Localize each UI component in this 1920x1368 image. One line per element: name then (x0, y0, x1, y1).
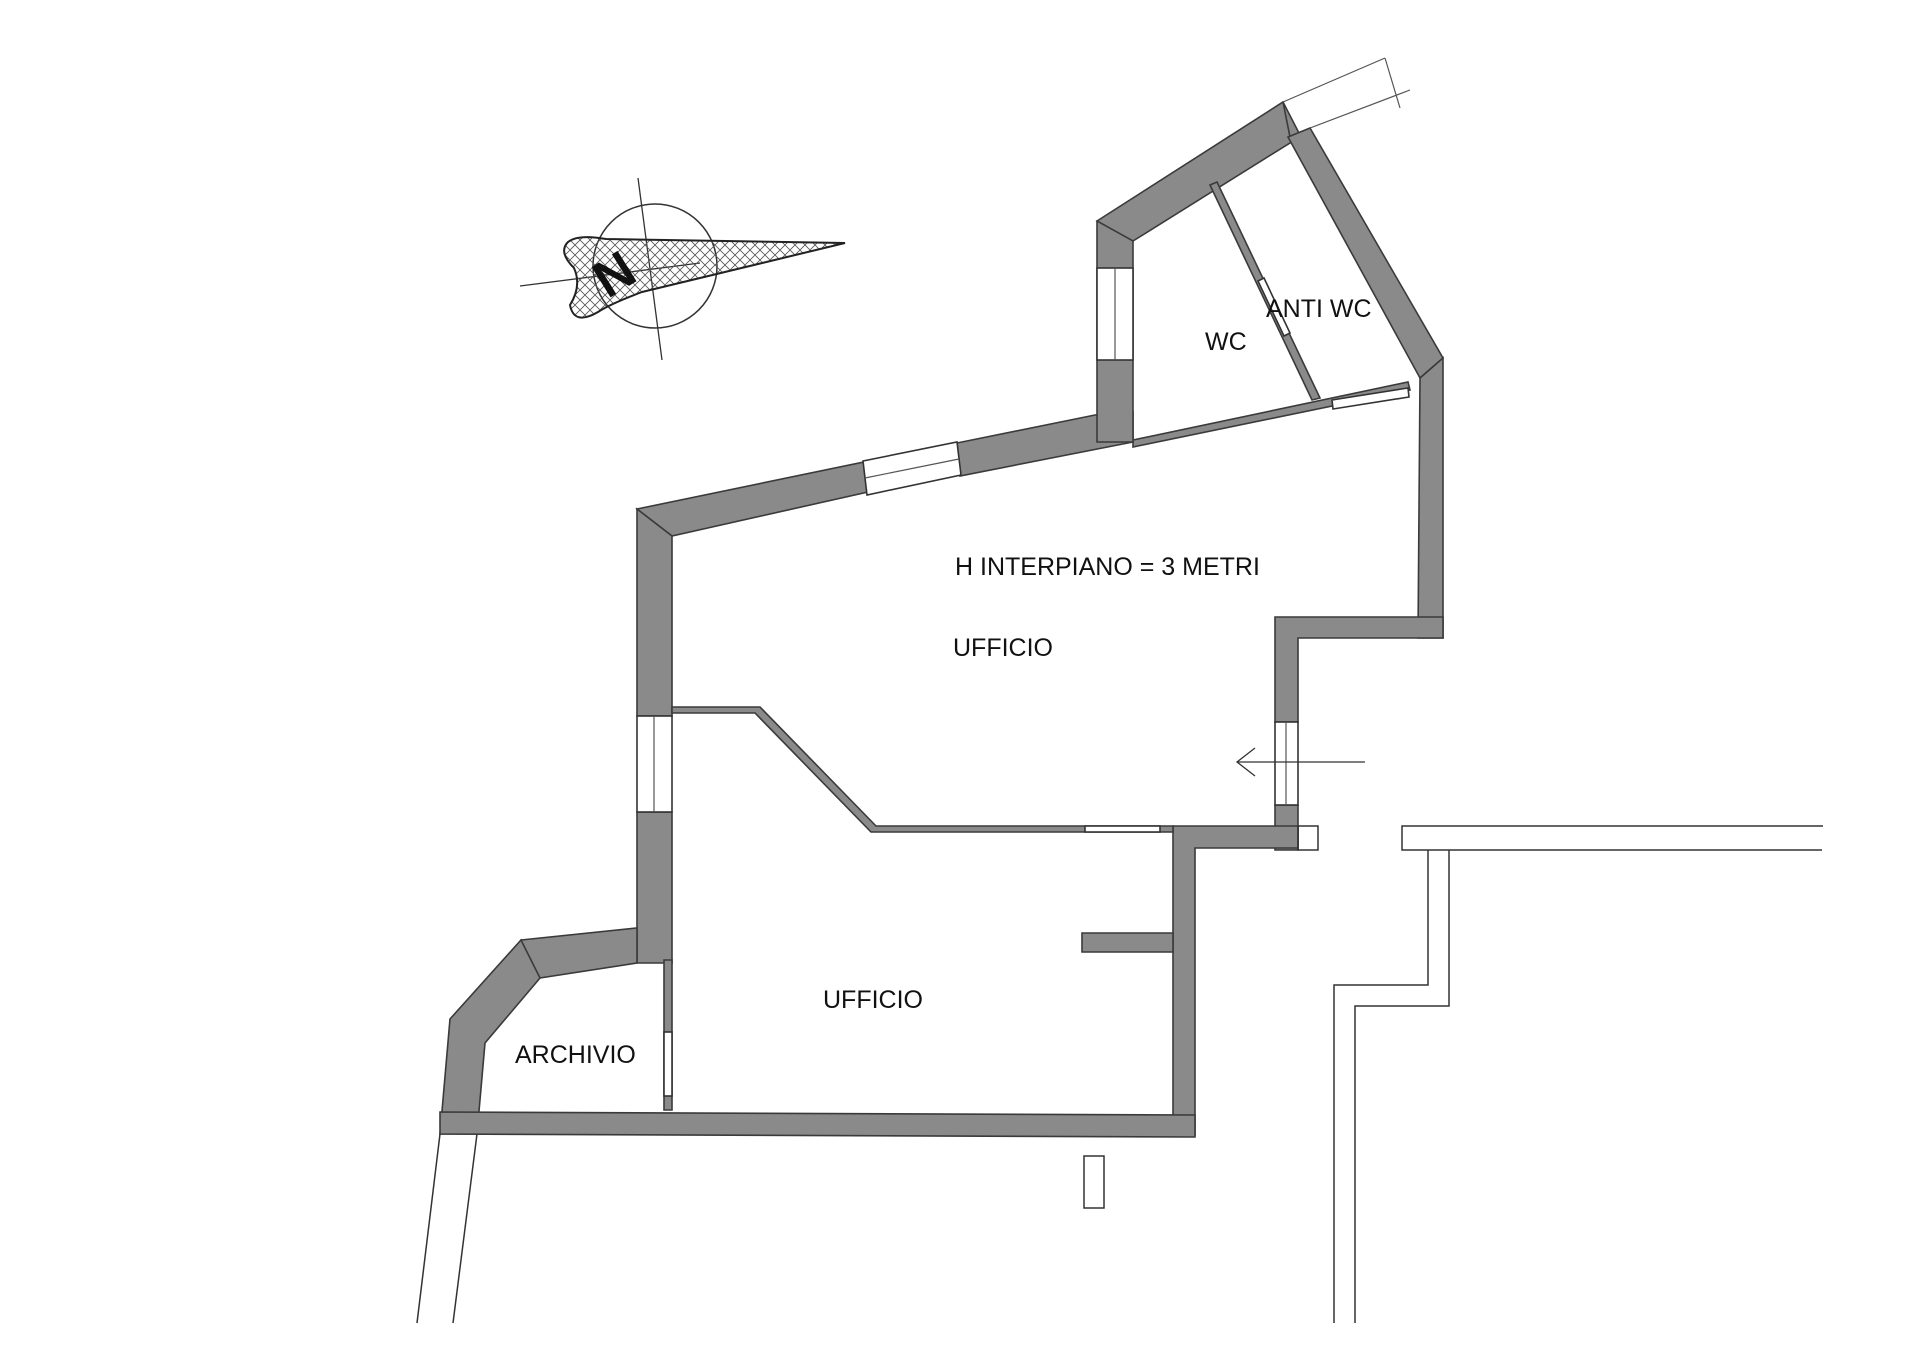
window-antiwc-bottom (1331, 387, 1410, 410)
labels: H INTERPIANO = 3 METRI UFFICIO UFFICIO A… (515, 295, 1372, 1069)
context-line-ne-1 (1282, 57, 1386, 103)
window-top-glass (864, 458, 960, 479)
context-pillar-right (1297, 825, 1319, 851)
wall-bottom (439, 1111, 1196, 1138)
context-line-ne-tick (1384, 57, 1401, 109)
north-arrow: N (519, 177, 846, 361)
entrance-arrow (1235, 747, 1365, 777)
door-internal (1084, 825, 1161, 833)
context-left-wall-lines (416, 1133, 478, 1324)
wall-internal-partition (671, 706, 1174, 833)
floor-height-note: H INTERPIANO = 3 METRI (955, 553, 1260, 581)
wall-wc-top-left (1095, 100, 1299, 242)
room-label-ufficio-lower: UFFICIO (823, 986, 923, 1014)
context-pillar-bottom (1083, 1155, 1105, 1209)
north-arrow-pointer (563, 236, 846, 319)
wall-archive-left (439, 938, 541, 1135)
room-label-wc: WC (1205, 328, 1247, 356)
door-archive (663, 1031, 673, 1097)
wall-right-step (1274, 616, 1444, 723)
door-wc-partition (1256, 276, 1292, 338)
context-line-ne-2 (1309, 89, 1411, 129)
wall-stub (1081, 932, 1174, 953)
windows (636, 267, 1410, 1097)
wall-upper-right-thin (1132, 381, 1411, 448)
context-right-building (1333, 825, 1823, 1323)
wall-left-upper (636, 507, 673, 717)
wall-upper-left (635, 461, 869, 537)
context-lines (416, 57, 1823, 1324)
room-label-archivio: ARCHIVIO (515, 1041, 636, 1069)
wall-right-outer (1417, 356, 1444, 639)
room-label-ufficio-main: UFFICIO (953, 634, 1053, 662)
wall-wc-right-diagonal (1286, 126, 1445, 380)
wall-left-lower (636, 811, 673, 964)
room-label-anti-wc: ANTI WC (1266, 295, 1372, 323)
wall-right-corner (1172, 825, 1299, 1136)
